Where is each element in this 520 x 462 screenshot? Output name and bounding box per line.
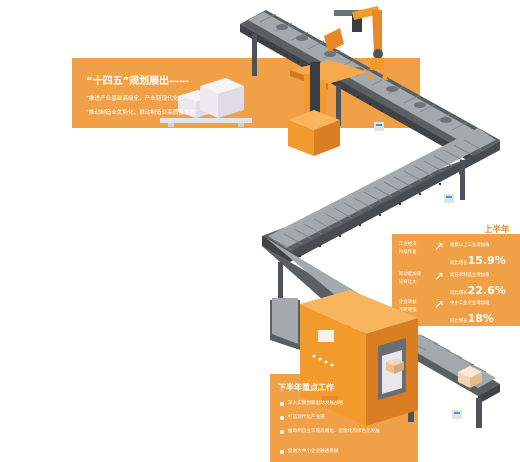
arrow-up-right-icon: ↗ xyxy=(434,269,445,283)
stat-desc: 高技术制造业增加值 xyxy=(450,273,490,278)
arrow-up-right-icon: ↗ xyxy=(434,239,445,253)
work-focus-title: 下半年重点工作 xyxy=(278,383,334,392)
arrow-up-right-icon: ↗ xyxy=(434,297,445,311)
stat-row-industrial: 工业经济 持续恢复 ↗ 规模以上工业增加值 同比增长15.9% xyxy=(396,238,520,272)
stat-desc-2: 同比增长 xyxy=(450,261,468,266)
stat-value: 18% xyxy=(467,312,494,325)
robotic-arm xyxy=(324,6,388,80)
stat-desc: 规模以上工业增加值 xyxy=(450,243,490,248)
stat-title-line1: 工业经济 xyxy=(399,242,417,247)
plan-heading: “十四五”规划展出—— xyxy=(86,76,190,87)
stat-title-line2: 持续恢复 xyxy=(399,249,417,255)
stat-title-line1: 企业效益 xyxy=(399,300,417,305)
stat-title-line2: 不断增强 xyxy=(399,307,417,313)
first-half-label: 上半年 xyxy=(484,225,510,235)
stat-title-line2: 培育壮大 xyxy=(399,279,417,285)
stat-value: 22.6% xyxy=(467,284,506,297)
stat-desc: 中小工业企业增加值 xyxy=(450,301,490,306)
stat-desc-2: 同比增长 xyxy=(450,291,468,296)
stat-value: 15.9% xyxy=(467,254,506,267)
bullet-icon xyxy=(280,430,284,434)
stat-desc-2: 同比增长 xyxy=(450,319,468,324)
work-item: 深入实施创新驱动发展战略 xyxy=(288,401,344,406)
bullet-icon xyxy=(280,402,284,406)
bullet-icon xyxy=(280,450,284,454)
work-item: 促进大中小企业融通发展 xyxy=(288,449,339,454)
parcels xyxy=(386,358,482,388)
work-item: 打造现代化产业链 xyxy=(288,415,325,420)
stat-title-line1: 新动能加速 xyxy=(399,272,421,277)
middle-orange-band xyxy=(392,234,520,326)
plan-line-2: “推动制造业优势化、推动制造业高质量发展” xyxy=(86,110,199,116)
stat-row-hightech: 新动能加速 培育壮大 ↗ 高技术制造业增加值 同比增长22.6% xyxy=(396,268,520,302)
stat-row-sme: 企业效益 不断增强 ↗ 中小工业企业增加值 同比增长18% xyxy=(396,296,520,330)
work-item: 推动制造业实现高端化、智能化和绿色化发展 xyxy=(288,429,380,434)
bullet-icon xyxy=(280,416,284,420)
plan-line-1: “推进产业基础高级化、产业链现代化” xyxy=(86,96,182,102)
box-stack xyxy=(160,78,252,127)
gantry-press xyxy=(288,60,368,156)
control-boxes xyxy=(374,122,462,419)
conveyor-middle xyxy=(262,128,500,262)
